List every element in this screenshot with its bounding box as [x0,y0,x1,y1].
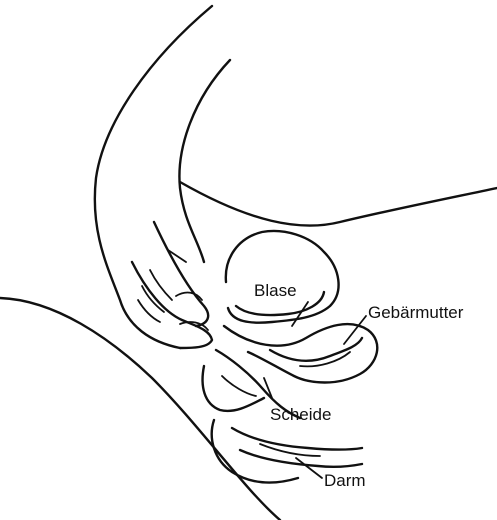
abdomen-outline [180,182,497,226]
vagina-back-wall [203,366,264,411]
knuckle-crease-1 [142,286,164,312]
hand [95,6,230,348]
knuckle-crease-3 [138,300,160,322]
label-bowel: Darm [324,471,366,490]
label-vagina: Scheide [270,405,331,424]
uterus-inner [270,338,362,361]
middle-finger [132,262,212,348]
label-bladder: Blase [254,281,297,300]
forearm-inner [179,60,230,262]
leader-bowel [296,458,322,478]
leader-uterus [344,316,366,344]
label-uterus: Gebärmutter [368,303,464,322]
bowel-wall-upper [232,428,362,450]
bladder [226,231,339,323]
vagina-inner [222,376,256,396]
bowel-wall-lower [240,450,362,467]
uterus-cavity [300,352,350,366]
